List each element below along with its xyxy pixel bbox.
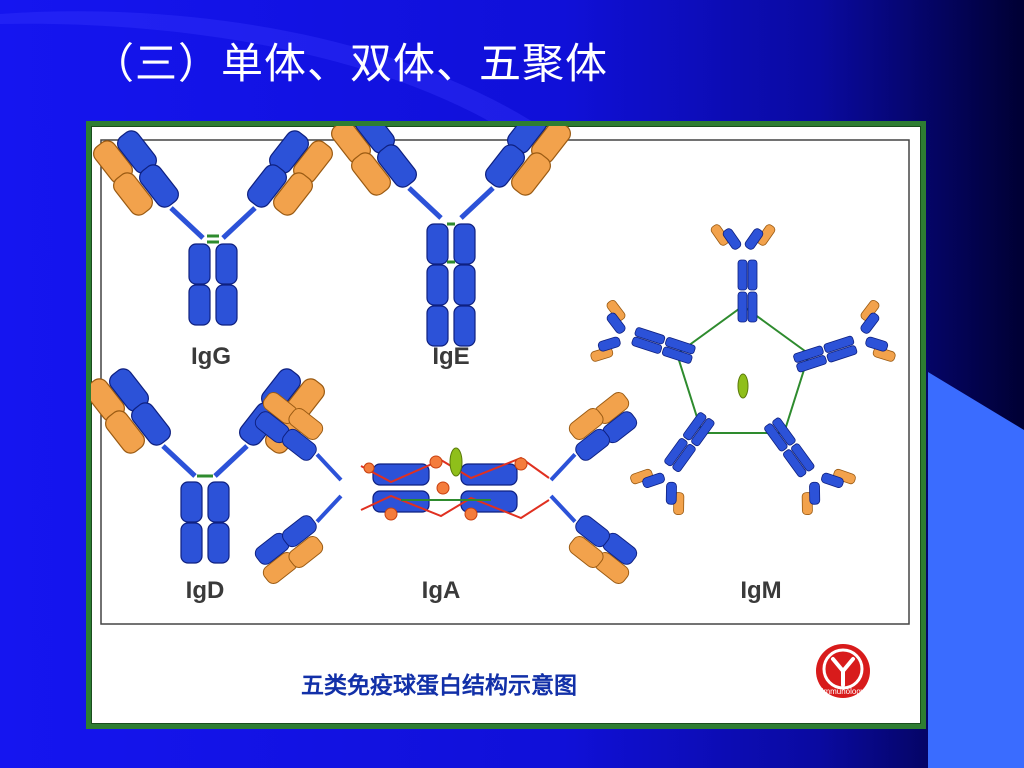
immunology-logo: Immunology: [816, 644, 870, 698]
slide-title: （三）单体、双体、五聚体: [92, 39, 609, 88]
inner-frame: [100, 139, 910, 625]
right-blue-wedge: [928, 372, 1024, 768]
ige-structure: [328, 126, 574, 347]
iga-structure: [252, 390, 639, 587]
igm-structure: [586, 222, 900, 520]
igg-structure: [91, 127, 336, 325]
iga-label: IgA: [422, 577, 461, 604]
igm-label: IgM: [740, 577, 781, 604]
figure-caption: 五类免疫球蛋白结构示意图: [301, 672, 577, 699]
antibody-icon: [831, 657, 855, 687]
igd-label: IgD: [186, 577, 225, 604]
antibody-diagram: IgG IgE IgD: [91, 126, 910, 699]
igd-structure: [91, 365, 328, 563]
ige-label: IgE: [432, 343, 469, 370]
igg-label: IgG: [191, 343, 231, 370]
figure-panel: IgG IgE IgD: [86, 121, 926, 729]
logo-text: Immunology: [821, 687, 865, 696]
